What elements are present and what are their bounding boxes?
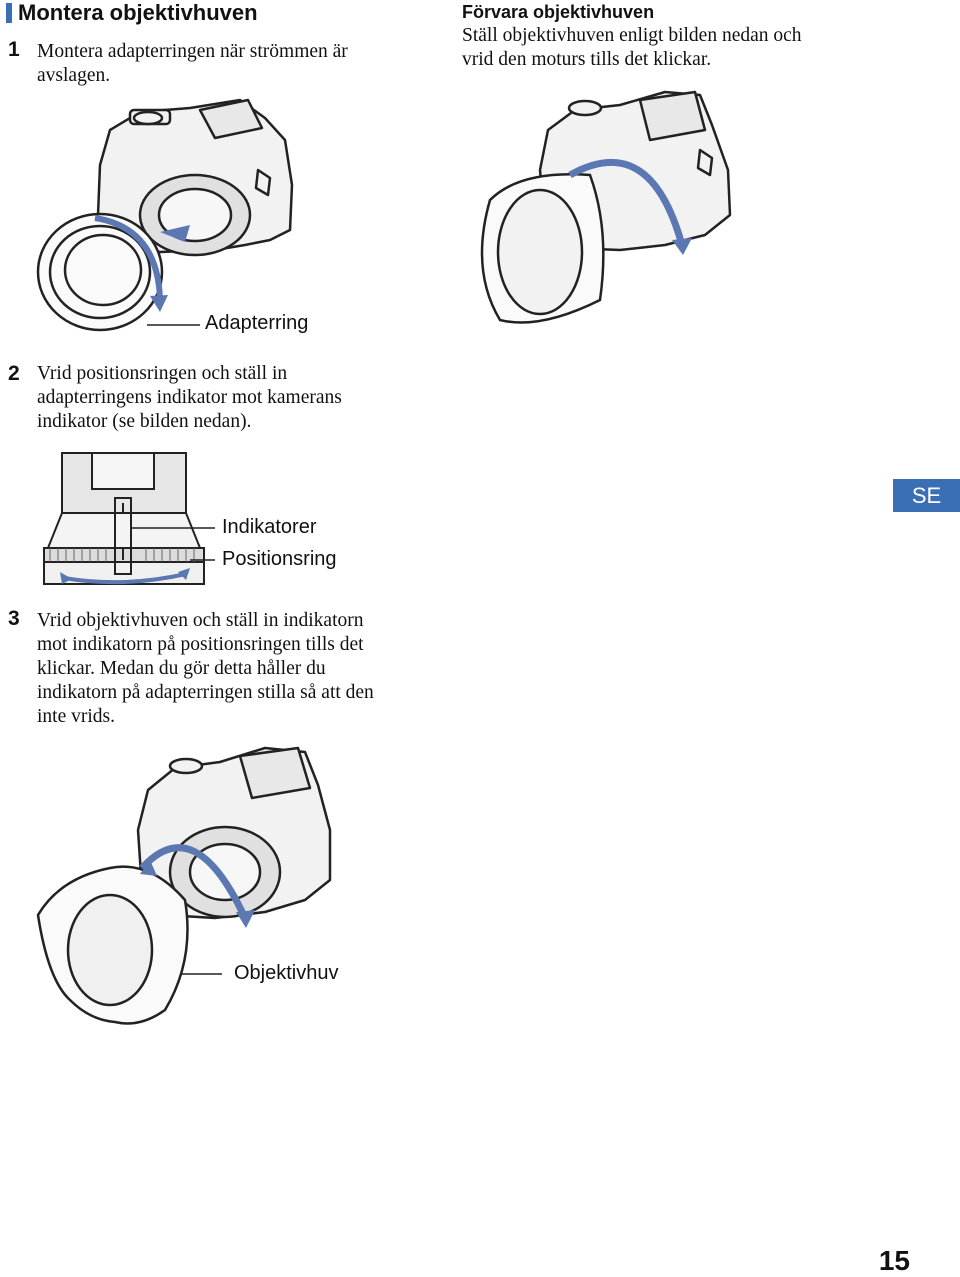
step-3-text: Vrid objektivhuven och ställ in indikato…: [37, 609, 374, 729]
storage-line: Ställ objektivhuven enligt bilden nedan …: [462, 25, 802, 46]
storage-line: vrid den moturs tills det klickar.: [462, 49, 712, 70]
page-number: 15: [878, 1245, 910, 1276]
step-1-line: Montera adapterringen när strömmen är: [37, 41, 348, 62]
section-title: Montera objektivhuven: [18, 0, 258, 25]
step-2-line: Vrid positionsringen och ställ in: [37, 363, 288, 384]
step-3-line: klickar. Medan du gör detta håller du: [37, 658, 326, 679]
step-2-line: indikator (se bilden nedan).: [37, 411, 252, 432]
language-tab: SE: [893, 479, 960, 512]
step-3-line: Vrid objektivhuven och ställ in indikato…: [37, 610, 364, 631]
indicators-label: Indikatorer: [222, 516, 317, 538]
storage-text: Ställ objektivhuven enligt bilden nedan …: [462, 24, 802, 72]
step-1-text: Montera adapterringen när strömmen är av…: [37, 40, 348, 88]
position-ring-label: Positionsring: [222, 548, 337, 570]
step-2-line: adapterringens indikator mot kamerans: [37, 387, 342, 408]
step-2-text: Vrid positionsringen och ställ in adapte…: [37, 362, 342, 434]
step-3-line: mot indikatorn på positionsringen tills …: [37, 634, 364, 655]
step-2-number: 2: [8, 362, 20, 385]
step-3-line: inte vrids.: [37, 706, 115, 727]
step-1-number: 1: [8, 38, 20, 61]
step-3-number: 3: [8, 607, 20, 630]
section-title-marker: [6, 3, 12, 23]
lens-hood-label: Objektivhuv: [234, 962, 339, 984]
storage-heading: Förvara objektivhuven: [462, 2, 655, 22]
step-3-line: indikatorn på adapterringen stilla så at…: [37, 682, 374, 703]
step-1-line: avslagen.: [37, 65, 111, 86]
adapter-ring-label: Adapterring: [205, 312, 309, 334]
